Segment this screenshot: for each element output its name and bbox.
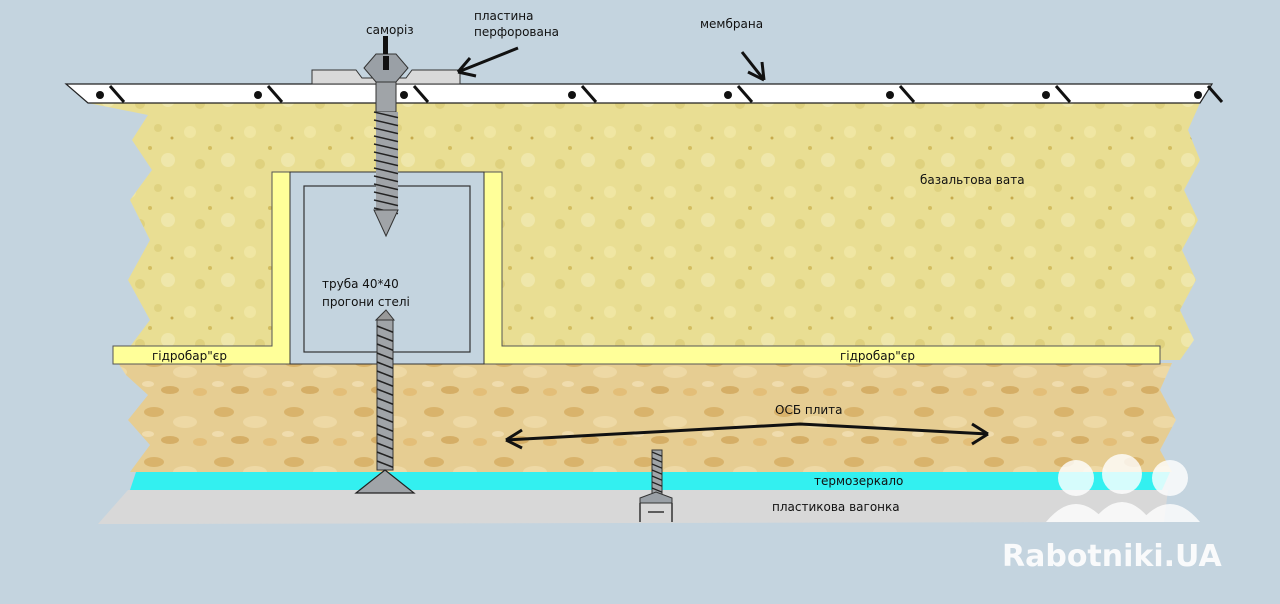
membrane-hatch — [412, 85, 430, 103]
label-plate-line1: пластина — [474, 9, 533, 23]
osb-double-arrow — [505, 422, 989, 450]
membrane-fastener-dot — [568, 91, 576, 99]
membrane-hatch — [108, 85, 126, 103]
watermark: Rabotniki.UA — [1002, 454, 1222, 574]
label-hydro-right: гідробар"єр — [840, 349, 915, 363]
membrane-fastener-dot — [1042, 91, 1050, 99]
membrane-hatch — [898, 85, 916, 103]
label-pipe-line1: труба 40*40 — [322, 277, 399, 291]
watermark-text: Rabotniki.UA — [1002, 539, 1222, 574]
label-membrane: мембрана — [700, 17, 763, 31]
watermark-workers-icon — [1046, 454, 1200, 522]
membrane-hatch — [266, 85, 284, 103]
thermo-mirror-layer — [130, 472, 1170, 490]
label-osb: ОСБ плита — [775, 403, 843, 417]
screw-label-pointer — [383, 36, 388, 54]
membrane-hatch — [1206, 85, 1224, 103]
membrane-fastener-dot — [400, 91, 408, 99]
membrane-hatch-marks — [96, 85, 1224, 103]
label-basalt: базальтова вата — [920, 173, 1025, 187]
membrane-fastener-dot — [254, 91, 262, 99]
label-hydro-left: гідробар"єр — [152, 349, 227, 363]
membrane-hatch — [1054, 85, 1072, 103]
membrane-hatch — [736, 85, 754, 103]
top-screw — [363, 53, 409, 238]
plate-arrow — [456, 46, 519, 78]
membrane-fastener-dot — [886, 91, 894, 99]
label-plate-line2: перфорована — [474, 25, 559, 39]
membrane-layer — [64, 83, 1214, 104]
label-thermo: термозеркало — [814, 474, 903, 488]
membrane-hatch — [580, 85, 598, 103]
osb-layer — [118, 363, 1176, 472]
label-plastic: пластикова вагонка — [772, 500, 900, 514]
plastic-lining-layer — [98, 490, 1168, 524]
small-screw — [639, 449, 673, 522]
long-screw — [354, 309, 416, 494]
membrane-fastener-dot — [724, 91, 732, 99]
label-pipe-line2: прогони стелі — [322, 295, 410, 309]
perforated-plate — [311, 69, 461, 85]
membrane-fastener-dot — [1194, 91, 1202, 99]
label-screw: саморіз — [366, 23, 414, 37]
membrane-fastener-dot — [96, 91, 104, 99]
membrane-arrow — [740, 51, 766, 82]
basalt-wool-layer — [88, 103, 1200, 360]
